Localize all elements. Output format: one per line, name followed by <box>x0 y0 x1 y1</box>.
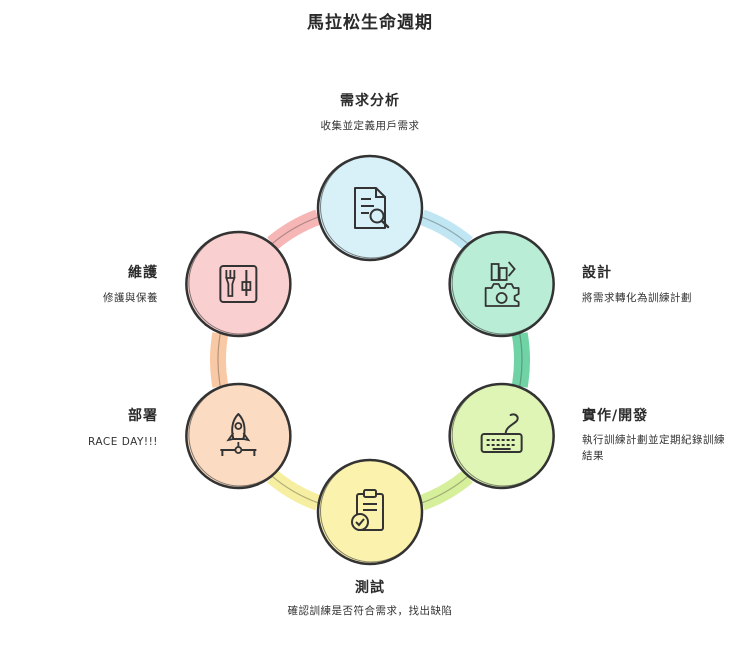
stage-nodes <box>185 154 555 566</box>
arrow-outline-testing <box>271 475 319 504</box>
stage-desc-analysis: 收集並定義用戶需求 <box>320 120 420 132</box>
arrow-shaft-testing <box>267 470 321 511</box>
arrow-shaft-deployment <box>210 332 229 388</box>
arrow-outline-deployment <box>217 333 221 387</box>
stage-circle-sketch-design <box>451 231 555 335</box>
arrow-outline-implementation <box>421 475 469 504</box>
arrow-outline-design <box>519 333 523 387</box>
arrow-shaft-analysis <box>419 209 473 250</box>
stage-node-analysis <box>316 154 424 262</box>
arrow-shaft-design <box>511 332 530 388</box>
stage-node-implementation <box>448 382 555 490</box>
stage-node-maintenance <box>185 230 292 338</box>
stage-circle-sketch-deployment <box>188 383 292 487</box>
stage-desc-design: 將需求轉化為訓練計劃 <box>582 292 692 304</box>
stage-label-design: 設計 <box>582 265 612 281</box>
stage-label-analysis: 需求分析 <box>340 93 400 109</box>
arrow-outline-maintenance <box>271 216 319 245</box>
stage-node-deployment <box>185 382 292 490</box>
arrow-outline-analysis <box>421 216 469 245</box>
arrow-shaft-implementation <box>419 470 473 511</box>
arrow-shaft-maintenance <box>267 209 321 250</box>
stage-node-design <box>448 230 555 338</box>
stage-circle-sketch-maintenance <box>188 231 292 335</box>
stage-label-implementation: 實作/開發 <box>582 408 649 424</box>
stage-label-maintenance: 維護 <box>128 265 158 281</box>
stage-circle-sketch-implementation <box>451 383 555 487</box>
stage-desc-deployment: RACE DAY!!! <box>88 436 158 448</box>
stage-desc-testing: 確認訓練是否符合需求，找出缺陷 <box>287 605 453 617</box>
stage-desc-implementation: 執行訓練計劃並定期紀錄訓練結果 <box>582 434 725 462</box>
stage-node-testing <box>316 458 424 566</box>
diagram-title: 馬拉松生命週期 <box>307 13 433 33</box>
stage-label-testing: 測試 <box>355 580 385 596</box>
stage-label-deployment: 部署 <box>128 408 158 424</box>
stage-desc-maintenance: 修護與保養 <box>103 292 158 304</box>
stage-circle-sketch-analysis <box>320 155 423 259</box>
stage-circle-sketch-testing <box>320 459 423 563</box>
